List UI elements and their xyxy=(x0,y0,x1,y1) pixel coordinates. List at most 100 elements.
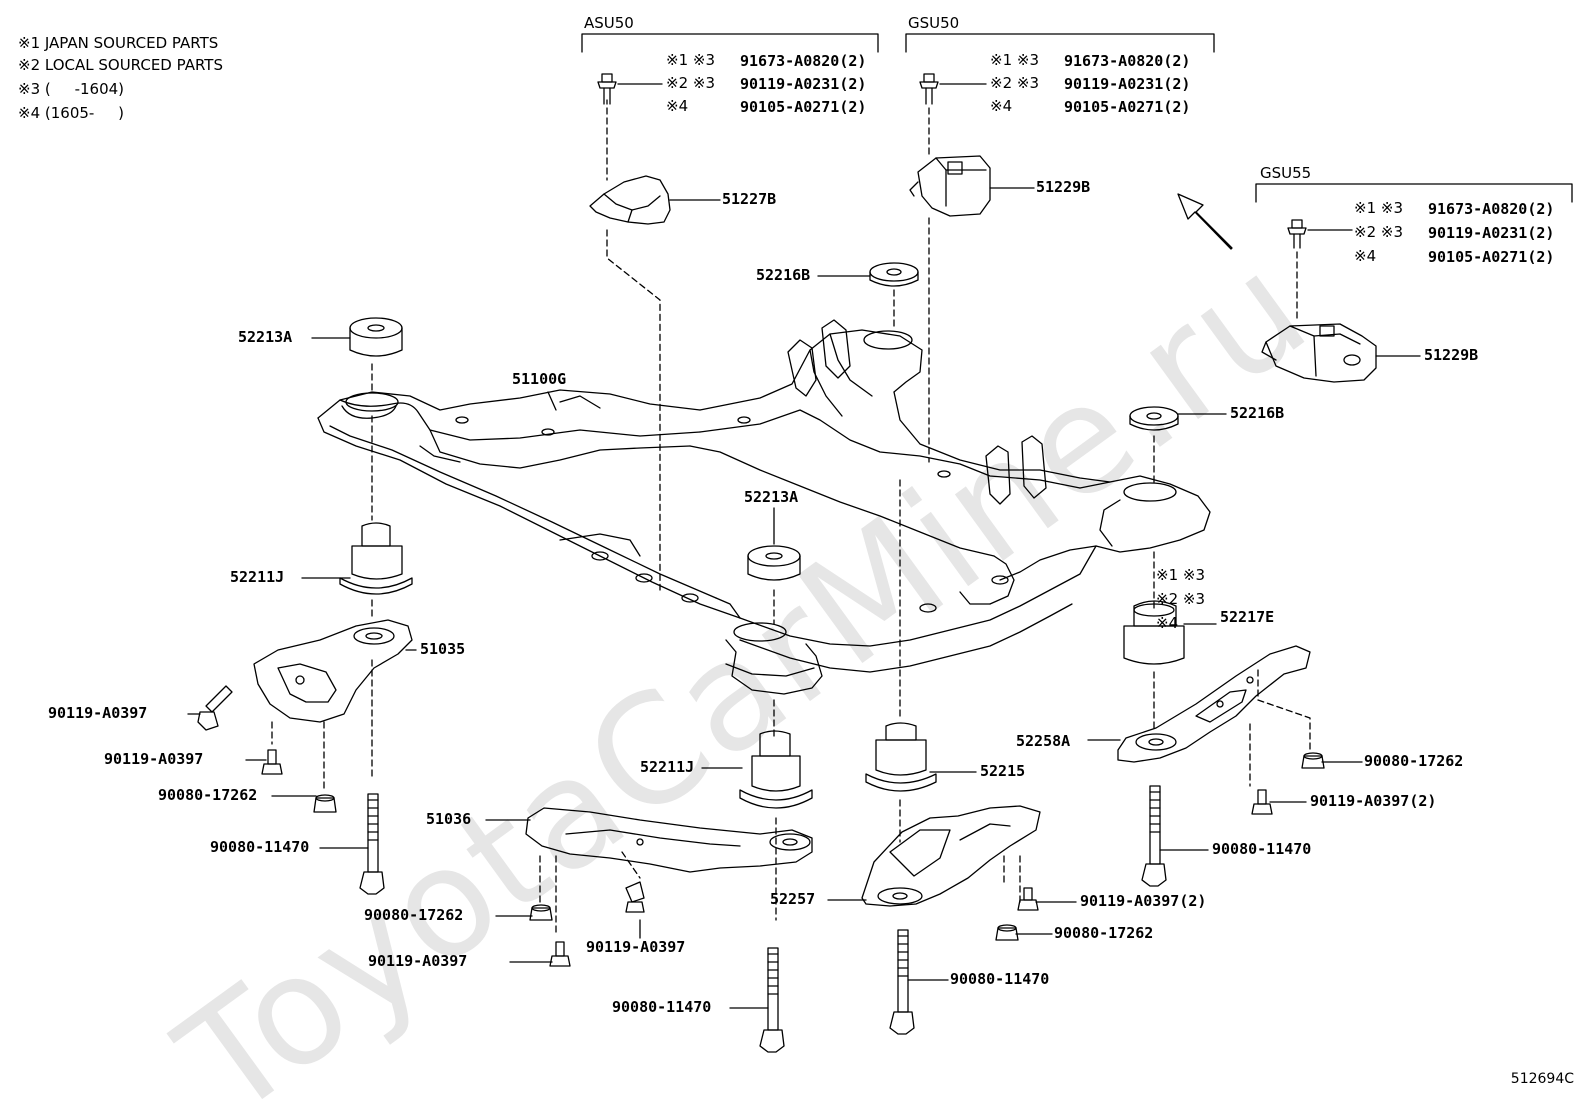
note-after-1605: ※4 (1605- ) xyxy=(18,104,125,122)
diagram-id: 512694C xyxy=(1510,1071,1574,1087)
note-before-1604: ※3 ( -1604) xyxy=(18,80,125,98)
mount-51229B-gsu55 xyxy=(1261,323,1377,383)
nut-b xyxy=(1301,752,1325,769)
subframe-51100G xyxy=(317,319,1211,695)
gsu50-row2-marks: ※2 ※3 xyxy=(990,74,1039,92)
callout-90119-A0397-2-center[interactable]: 90119-A0397(2) xyxy=(1080,892,1207,910)
callout-90119-A0397-left[interactable]: 90119-A0397 xyxy=(48,704,148,722)
asu50-row1-marks: ※1 ※3 xyxy=(666,51,715,69)
callout-90080-11470-left[interactable]: 90080-11470 xyxy=(210,838,310,856)
callout-90080-11470-bottom[interactable]: 90080-11470 xyxy=(612,998,712,1016)
asu50-row3-part[interactable]: 90105-A0271(2) xyxy=(740,98,867,116)
short-bolt-d xyxy=(625,881,645,913)
long-bolt-d xyxy=(889,929,915,1035)
bracket-51036 xyxy=(525,807,813,873)
cushion-52213A-top xyxy=(349,317,403,357)
bracket-52258A xyxy=(1117,645,1311,763)
leader-lines xyxy=(187,83,1421,1009)
note-local-sourced: ※2 LOCAL SOURCED PARTS xyxy=(18,56,223,74)
mount-51229B-gsu50 xyxy=(909,155,991,217)
callout-90119-A0397-lower[interactable]: 90119-A0397 xyxy=(104,750,204,768)
long-bolt-a xyxy=(359,793,385,895)
callout-51036[interactable]: 51036 xyxy=(426,810,472,828)
callout-52211J-center[interactable]: 52211J xyxy=(640,758,695,776)
callout-90119-A0397-2-right[interactable]: 90119-A0397(2) xyxy=(1310,792,1437,810)
gsu50-bracket xyxy=(905,33,1215,53)
bracket-52257 xyxy=(861,805,1041,907)
group-title-gsu55: GSU55 xyxy=(1260,164,1312,182)
short-bolt-a xyxy=(261,749,283,775)
note-japan-sourced: ※1 JAPAN SOURCED PARTS xyxy=(18,34,219,52)
gsu55-row1-part[interactable]: 91673-A0820(2) xyxy=(1428,200,1555,218)
callout-51229B-gsu50[interactable]: 51229B xyxy=(1036,178,1091,196)
mount-51227B xyxy=(589,175,671,225)
cushion-52215 xyxy=(865,722,937,792)
cushion-52216B-right xyxy=(1129,406,1179,431)
nut-a xyxy=(313,794,337,813)
callout-52217E[interactable]: 52217E xyxy=(1220,608,1275,626)
gsu50-row1-marks: ※1 ※3 xyxy=(990,51,1039,69)
callout-90119-A0397-center[interactable]: 90119-A0397 xyxy=(586,938,686,956)
long-bolt-b xyxy=(1141,785,1167,887)
callout-51100G[interactable]: 51100G xyxy=(512,370,567,388)
cushion-52217E xyxy=(1123,600,1185,665)
callout-90119-A0397-bottom[interactable]: 90119-A0397 xyxy=(368,952,468,970)
callout-90080-17262-bottom[interactable]: 90080-17262 xyxy=(364,906,464,924)
asu50-dashline xyxy=(606,107,661,591)
short-bolt-e xyxy=(1017,887,1039,911)
callout-52211J-left[interactable]: 52211J xyxy=(230,568,285,586)
group-title-gsu50: GSU50 xyxy=(908,14,960,32)
callout-52257[interactable]: 52257 xyxy=(770,890,816,908)
callout-90080-11470-center[interactable]: 90080-11470 xyxy=(950,970,1050,988)
callout-52216B-right[interactable]: 52216B xyxy=(1230,404,1285,422)
callout-51229B-gsu55[interactable]: 51229B xyxy=(1424,346,1479,364)
callout-90080-11470-right[interactable]: 90080-11470 xyxy=(1212,840,1312,858)
gsu55-row1-marks: ※1 ※3 xyxy=(1354,199,1403,217)
short-bolt-c xyxy=(549,941,571,967)
cushion-52213A-center xyxy=(747,545,801,581)
gsu50-row2-part[interactable]: 90119-A0231(2) xyxy=(1064,75,1191,93)
nut-c xyxy=(529,904,553,921)
callout-90080-17262-center[interactable]: 90080-17262 xyxy=(1054,924,1154,942)
bolt-gsu55 xyxy=(1287,219,1307,249)
callout-90080-17262-right[interactable]: 90080-17262 xyxy=(1364,752,1464,770)
bolt-gsu50 xyxy=(919,73,939,105)
gsu50-row3-part[interactable]: 90105-A0271(2) xyxy=(1064,98,1191,116)
gsu55-row2-part[interactable]: 90119-A0231(2) xyxy=(1428,224,1555,242)
gsu55-row3-marks: ※4 xyxy=(1354,247,1377,265)
52217e-mark-3: ※4 xyxy=(1156,614,1179,632)
callout-52213A-center[interactable]: 52213A xyxy=(744,488,799,506)
bracket-51035 xyxy=(253,619,413,723)
callout-51035[interactable]: 51035 xyxy=(420,640,466,658)
short-bolt-b xyxy=(1251,789,1273,815)
cushion-52211J-left xyxy=(339,522,413,595)
asu50-bracket xyxy=(581,33,879,53)
gsu50-row3-marks: ※4 xyxy=(990,97,1013,115)
bolt-asu50 xyxy=(597,73,617,107)
gsu55-bracket xyxy=(1255,183,1573,203)
52217e-mark-2: ※2 ※3 xyxy=(1156,590,1205,608)
gsu55-row2-marks: ※2 ※3 xyxy=(1354,223,1403,241)
callout-90080-17262-left[interactable]: 90080-17262 xyxy=(158,786,258,804)
asu50-row2-part[interactable]: 90119-A0231(2) xyxy=(740,75,867,93)
asu50-row2-marks: ※2 ※3 xyxy=(666,74,715,92)
short-bolt-tilted xyxy=(197,685,233,731)
gsu50-row1-part[interactable]: 91673-A0820(2) xyxy=(1064,52,1191,70)
52217e-mark-1: ※1 ※3 xyxy=(1156,566,1205,584)
group-title-asu50: ASU50 xyxy=(584,14,634,32)
gsu55-row3-part[interactable]: 90105-A0271(2) xyxy=(1428,248,1555,266)
direction-arrow xyxy=(1177,193,1233,250)
long-bolt-c xyxy=(759,947,785,1053)
asu50-row3-marks: ※4 xyxy=(666,97,689,115)
callout-51227B[interactable]: 51227B xyxy=(722,190,777,208)
nut-d xyxy=(995,924,1019,941)
callout-52215[interactable]: 52215 xyxy=(980,762,1026,780)
callout-52216B-top[interactable]: 52216B xyxy=(756,266,811,284)
cushion-52211J-center xyxy=(739,730,813,809)
cushion-52216B-top xyxy=(869,262,919,287)
callout-52213A-left[interactable]: 52213A xyxy=(238,328,293,346)
callout-52258A[interactable]: 52258A xyxy=(1016,732,1071,750)
asu50-row1-part[interactable]: 91673-A0820(2) xyxy=(740,52,867,70)
